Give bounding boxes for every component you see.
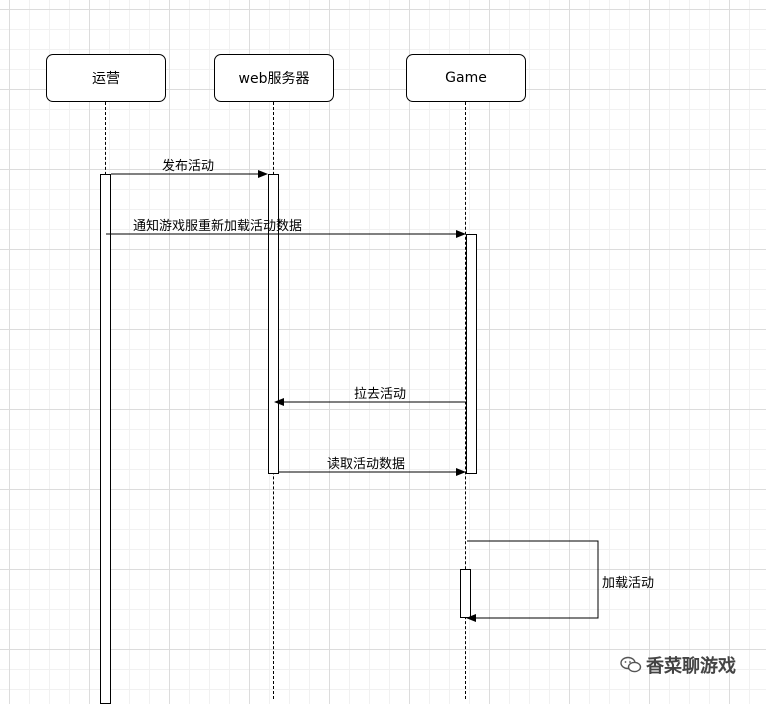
message-label-self-load: 加载活动 (602, 576, 655, 591)
lifeline-game (465, 102, 466, 699)
activation-web (268, 174, 279, 474)
wechat-icon (620, 656, 642, 673)
watermark: 香菜聊游戏 (620, 652, 736, 678)
actor-web[interactable]: web服务器 (214, 54, 334, 102)
message-label-publish: 发布活动 (162, 159, 215, 174)
activation-game-self (460, 569, 471, 618)
actor-ops[interactable]: 运营 (46, 54, 166, 102)
message-arrow-self-load (466, 540, 599, 622)
activation-game (466, 234, 477, 474)
actor-game[interactable]: Game (406, 54, 526, 102)
message-label-pull: 拉去活动 (354, 387, 407, 402)
message-label-notify: 通知游戏服重新加载活动数据 (133, 219, 303, 234)
message-label-read: 读取活动数据 (327, 457, 406, 472)
watermark-text: 香菜聊游戏 (646, 656, 736, 677)
